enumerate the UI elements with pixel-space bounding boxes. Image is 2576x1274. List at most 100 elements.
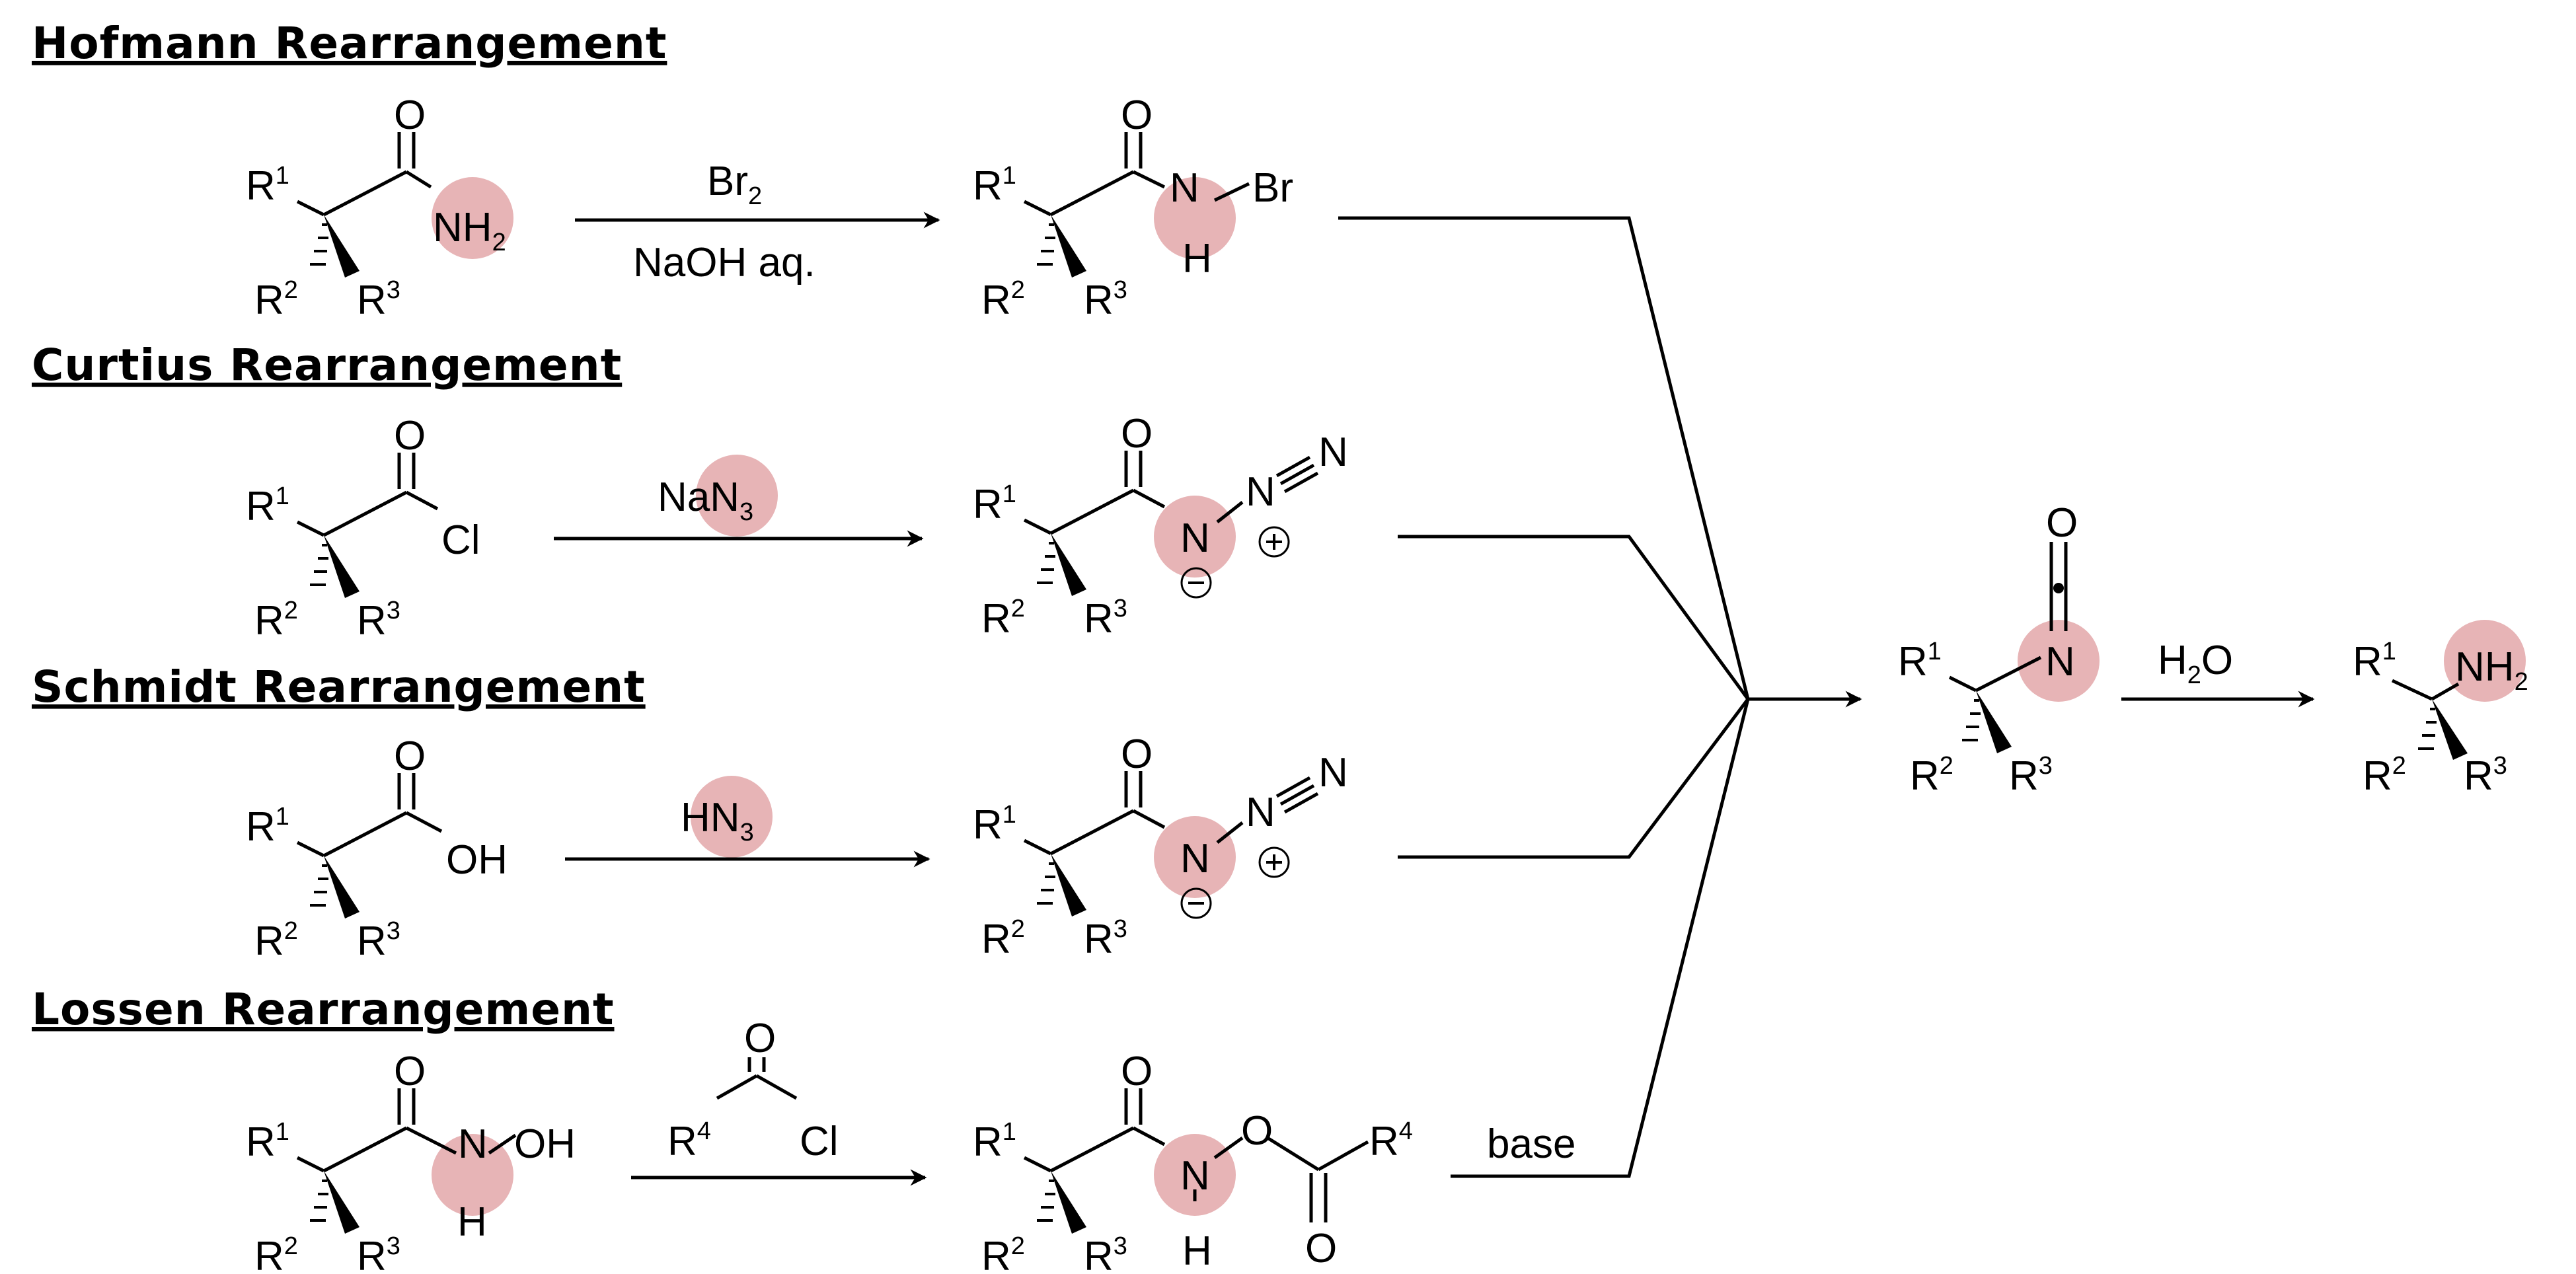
schmidt-acyl-azide: R1 R2 R3 O N N N	[973, 731, 1348, 962]
svg-text:R1: R1	[246, 482, 289, 529]
svg-text:O: O	[2046, 500, 2078, 546]
schmidt-carboxylic-acid: R1 R2 R3 O OH	[246, 733, 508, 964]
svg-text:H: H	[457, 1199, 487, 1245]
svg-text:R2: R2	[254, 1232, 298, 1274]
highlight-circle	[432, 177, 513, 259]
title-lossen: Lossen Rearrangement	[32, 984, 615, 1035]
highlight-circle	[1154, 496, 1236, 578]
svg-text:O: O	[1121, 93, 1153, 138]
svg-text:N: N	[1180, 836, 1210, 881]
svg-text:Cl: Cl	[800, 1119, 839, 1164]
svg-text:R1: R1	[1898, 638, 1942, 685]
svg-text:Cl: Cl	[441, 517, 480, 563]
curtius-acyl-azide: R1 R2 R3 O N N N	[973, 411, 1348, 642]
hofmann-starting-amide: R1 R2 R3 O NH2	[246, 93, 513, 323]
svg-text:NH2: NH2	[433, 205, 506, 256]
reagent-br2: Br2	[707, 159, 762, 210]
svg-text:Br: Br	[1252, 165, 1293, 211]
reagent-hn3: HN3	[681, 795, 754, 846]
svg-text:R3: R3	[1084, 276, 1127, 323]
reagent-naoh: NaOH aq.	[633, 240, 815, 285]
svg-text:R1: R1	[2353, 638, 2396, 685]
svg-text:O: O	[394, 413, 426, 459]
positive-charge-icon	[1258, 526, 1290, 558]
svg-text:R4: R4	[667, 1117, 711, 1164]
reagent-nan3: NaN3	[658, 474, 753, 526]
reagent-base: base	[1487, 1121, 1575, 1167]
svg-text:OH: OH	[446, 837, 508, 883]
svg-text:H: H	[1182, 236, 1212, 281]
svg-text:N: N	[1180, 515, 1210, 561]
svg-text:N: N	[1246, 469, 1275, 515]
svg-text:O: O	[1121, 731, 1153, 777]
positive-charge-icon	[1258, 846, 1290, 878]
svg-text:R2: R2	[254, 276, 298, 323]
svg-text:R2: R2	[254, 917, 298, 964]
title-curtius: Curtius Rearrangement	[32, 340, 622, 391]
svg-text:R3: R3	[1084, 1232, 1127, 1274]
highlight-circle	[432, 1134, 513, 1216]
svg-text:O: O	[394, 733, 426, 779]
svg-text:R1: R1	[973, 801, 1016, 848]
svg-text:R3: R3	[357, 597, 400, 644]
svg-text:O: O	[1305, 1226, 1337, 1271]
lossen-reagent-acyl-chloride: R4 O Cl	[667, 1016, 839, 1164]
svg-text:NH2: NH2	[2455, 644, 2528, 696]
negative-charge-icon	[1180, 887, 1212, 919]
svg-text:R2: R2	[981, 276, 1025, 323]
svg-text:R3: R3	[2009, 752, 2053, 799]
svg-text:O: O	[1241, 1108, 1273, 1154]
svg-text:O: O	[1121, 411, 1153, 457]
svg-text:N: N	[1318, 430, 1348, 475]
svg-text:R3: R3	[357, 276, 400, 323]
svg-text:R1: R1	[246, 803, 289, 850]
reagent-h2o: H2O	[2158, 638, 2233, 689]
svg-text:O: O	[744, 1016, 776, 1061]
highlight-circle	[696, 455, 778, 537]
svg-text:R2: R2	[1910, 752, 1953, 799]
svg-text:R2: R2	[981, 1232, 1025, 1274]
svg-text:R2: R2	[981, 595, 1025, 642]
highlight-circle	[1154, 177, 1236, 259]
svg-text:R1: R1	[246, 1118, 289, 1165]
svg-text:R1: R1	[973, 480, 1016, 527]
radical-dot-icon	[2053, 583, 2064, 593]
svg-text:O: O	[394, 93, 426, 138]
lossen-hydroxamic-acid: R1 R2 R3 O N H OH	[246, 1049, 576, 1274]
svg-text:R2: R2	[254, 597, 298, 644]
converging-lines	[1338, 216, 1862, 1178]
highlight-circle	[1154, 816, 1236, 898]
svg-text:R3: R3	[357, 917, 400, 964]
svg-text:N: N	[1318, 750, 1348, 796]
svg-text:N: N	[458, 1121, 488, 1167]
hofmann-n-bromoamide: R1 R2 R3 O N H Br	[973, 93, 1293, 323]
svg-text:N: N	[1170, 165, 1199, 211]
lossen-o-acyl-hydroxamate: R1 R2 R3 O N H O O R4	[973, 1049, 1413, 1274]
svg-text:OH: OH	[514, 1121, 576, 1167]
svg-text:R1: R1	[973, 162, 1016, 209]
title-hofmann: Hofmann Rearrangement	[32, 18, 667, 69]
svg-text:R4: R4	[1369, 1117, 1413, 1164]
svg-text:R3: R3	[1084, 595, 1127, 642]
curtius-acyl-chloride: R1 R2 R3 O Cl	[246, 413, 480, 644]
svg-text:R2: R2	[2363, 752, 2406, 799]
highlight-circle	[691, 776, 773, 858]
svg-text:H: H	[1182, 1228, 1212, 1274]
isocyanate-intermediate: R1 R2 R3 N O	[1898, 500, 2100, 799]
svg-text:O: O	[394, 1049, 426, 1094]
svg-text:O: O	[1121, 1049, 1153, 1094]
svg-text:R2: R2	[981, 915, 1025, 962]
title-schmidt: Schmidt Rearrangement	[32, 661, 646, 712]
svg-text:N: N	[1180, 1153, 1210, 1199]
svg-text:R3: R3	[2464, 752, 2507, 799]
svg-text:R3: R3	[357, 1232, 400, 1274]
svg-text:N: N	[1246, 790, 1275, 835]
svg-text:R1: R1	[246, 162, 289, 209]
svg-text:N: N	[2045, 639, 2075, 685]
svg-text:R3: R3	[1084, 915, 1127, 962]
svg-text:R1: R1	[973, 1118, 1016, 1165]
highlight-circle	[2018, 620, 2100, 702]
highlight-circle	[1154, 1134, 1236, 1216]
negative-charge-icon	[1180, 567, 1212, 599]
